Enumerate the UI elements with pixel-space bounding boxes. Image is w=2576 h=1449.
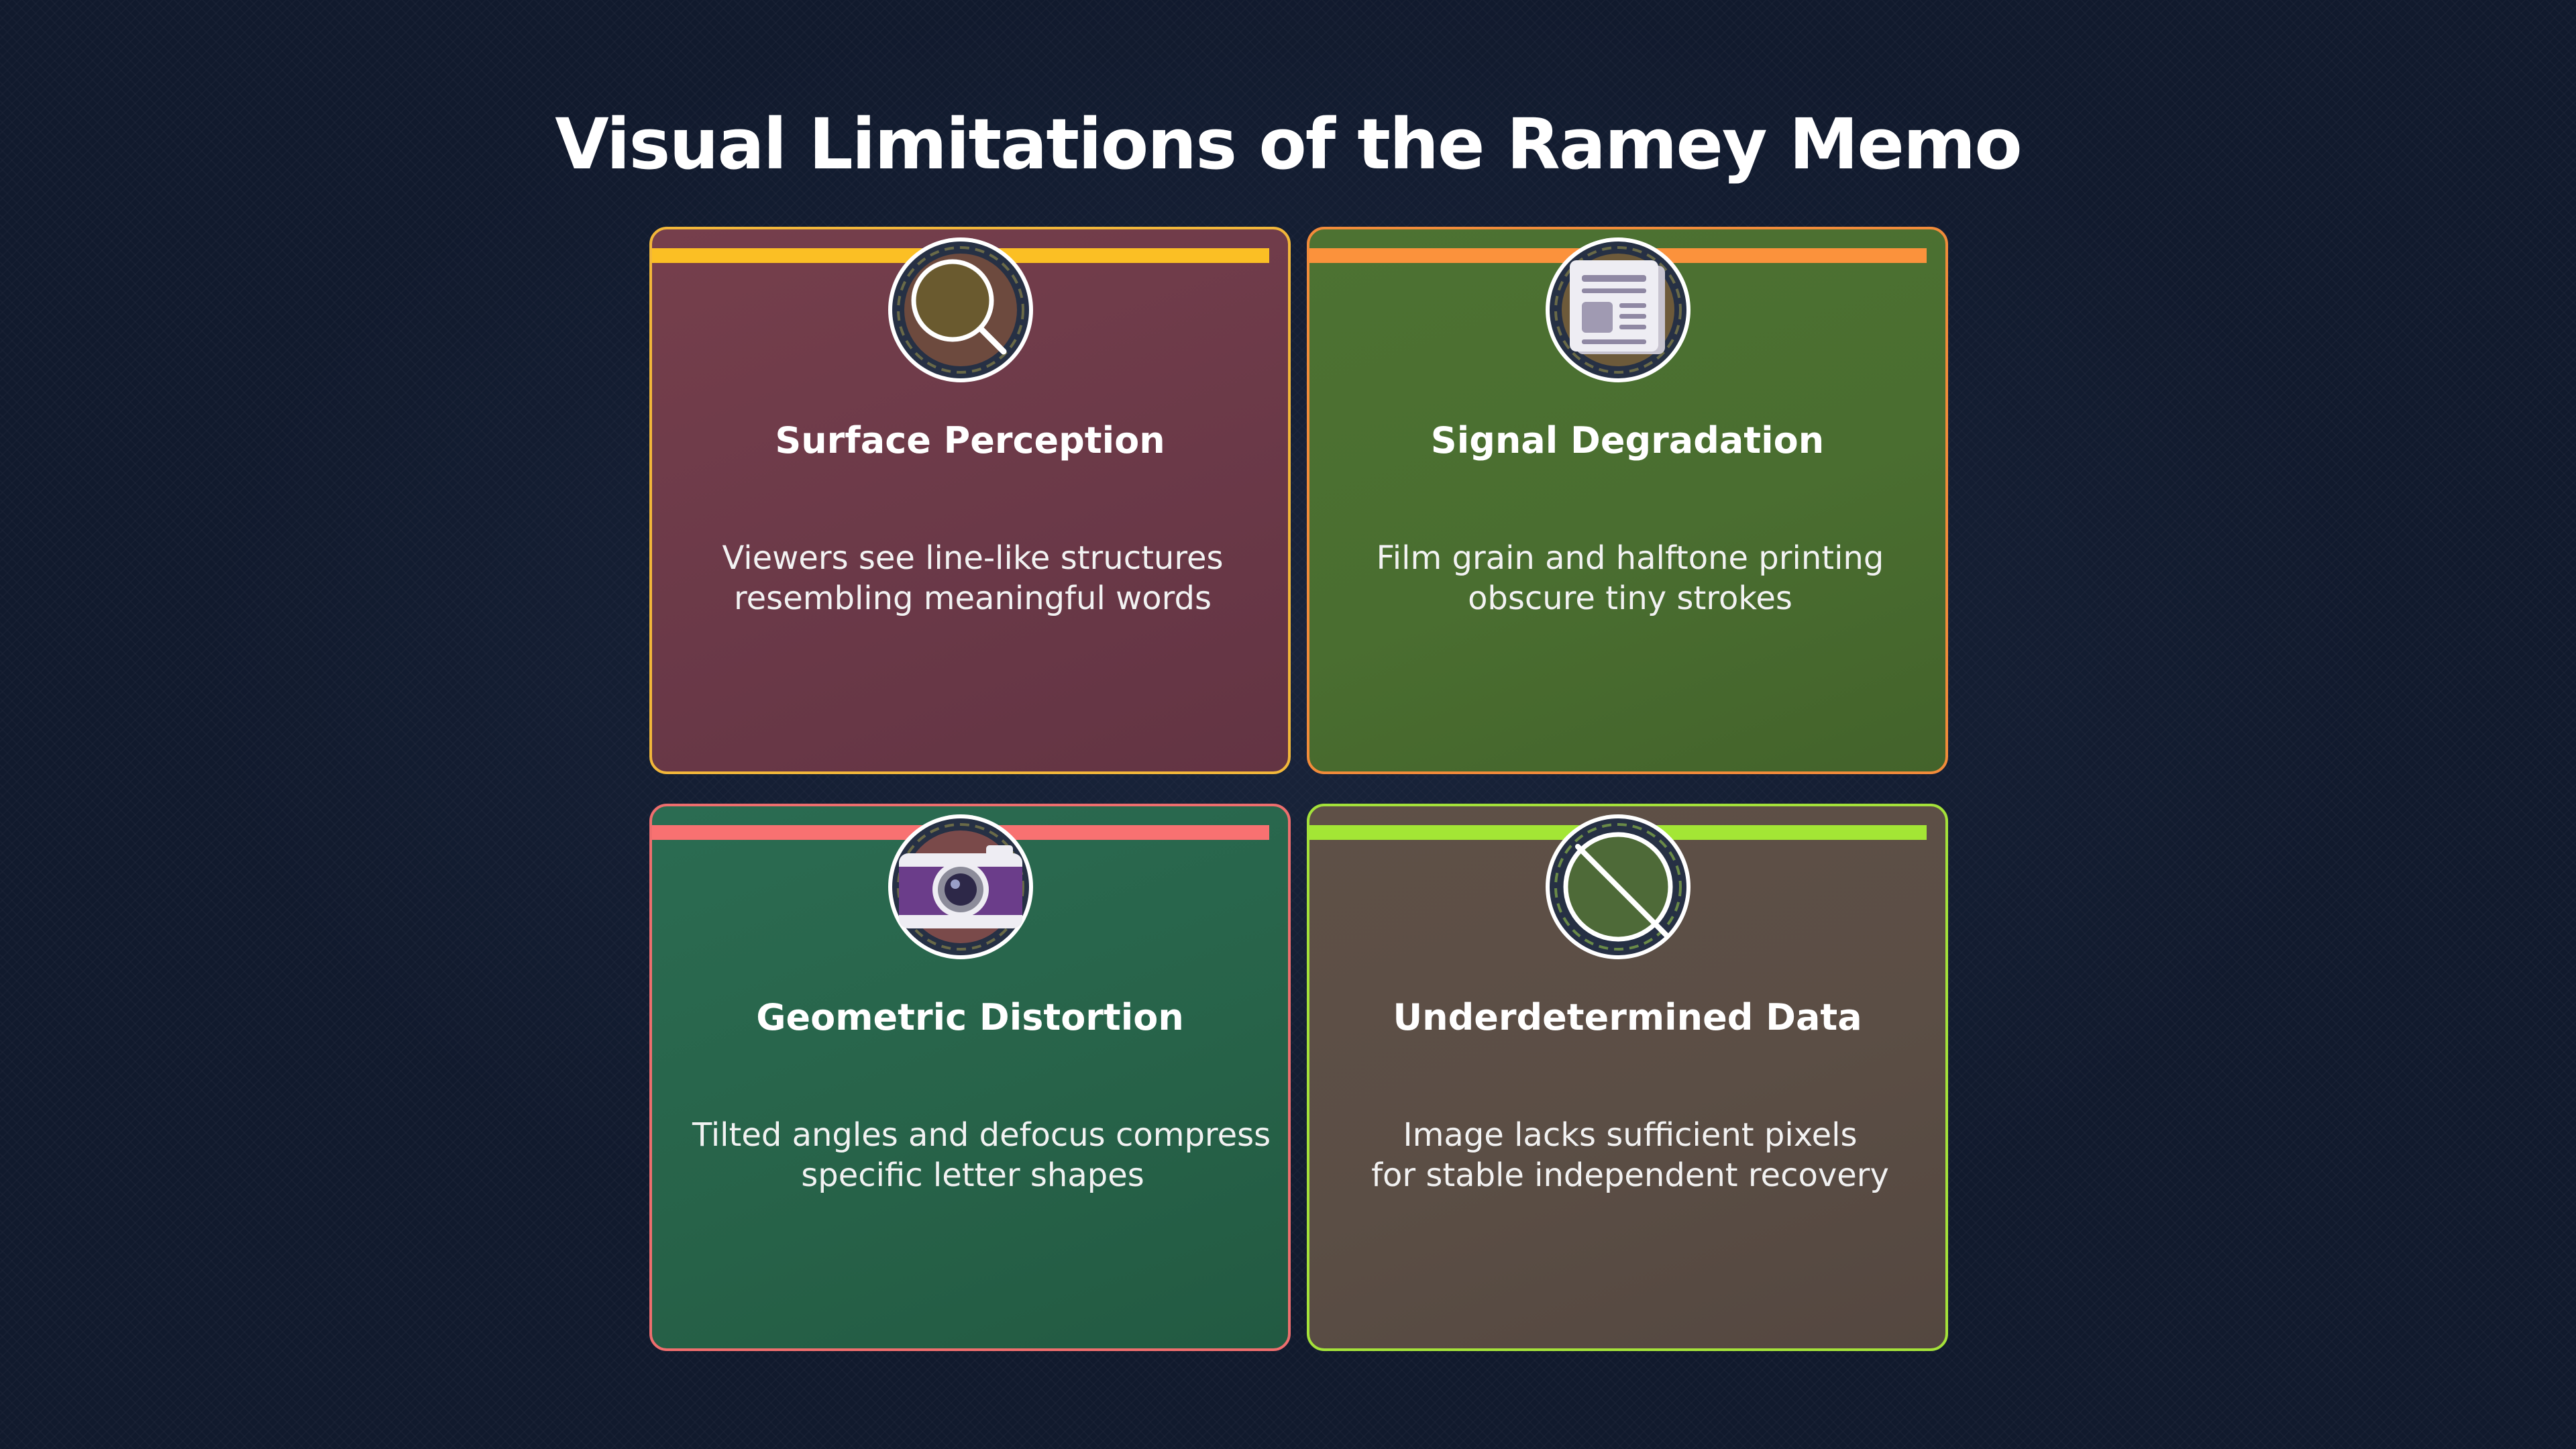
card-heading: Signal Degradation bbox=[1430, 419, 1825, 462]
card-geometric-distortion: Geometric Distortion Tilted angles and d… bbox=[649, 804, 1291, 1351]
card-heading: Geometric Distortion bbox=[756, 996, 1184, 1038]
magnifier-icon bbox=[885, 235, 1036, 385]
card-description-line: Film grain and halftone printing bbox=[1376, 539, 1884, 577]
card-signal-degradation: Signal Degradation Film grain and halfto… bbox=[1307, 227, 1948, 774]
card-description-line: Tilted angles and defocus compress bbox=[692, 1116, 1271, 1154]
prohibited-icon bbox=[1543, 812, 1693, 962]
card-description: Viewers see line-like structures resembl… bbox=[692, 538, 1253, 619]
card-description-line: obscure tiny strokes bbox=[1468, 580, 1792, 617]
card-description: Tilted angles and defocus compress speci… bbox=[692, 1115, 1271, 1195]
card-description-line: Viewers see line-like structures bbox=[722, 539, 1224, 577]
page-title: Visual Limitations of the Ramey Memo bbox=[555, 103, 2022, 185]
card-heading: Underdetermined Data bbox=[1393, 996, 1862, 1038]
camera-icon bbox=[885, 812, 1036, 962]
card-description: Image lacks sufficient pixels for stable… bbox=[1350, 1115, 1911, 1195]
card-description-line: for stable independent recovery bbox=[1371, 1157, 1889, 1194]
card-description-line: specific letter shapes bbox=[801, 1157, 1144, 1194]
card-description: Film grain and halftone printing obscure… bbox=[1350, 538, 1911, 619]
card-description-line: resembling meaningful words bbox=[733, 580, 1212, 617]
card-heading: Surface Perception bbox=[775, 419, 1165, 462]
newspaper-icon bbox=[1543, 235, 1693, 385]
card-underdetermined-data: Underdetermined Data Image lacks suffici… bbox=[1307, 804, 1948, 1351]
card-description-line: Image lacks sufficient pixels bbox=[1403, 1116, 1858, 1154]
card-surface-perception: Surface Perception Viewers see line-like… bbox=[649, 227, 1291, 774]
